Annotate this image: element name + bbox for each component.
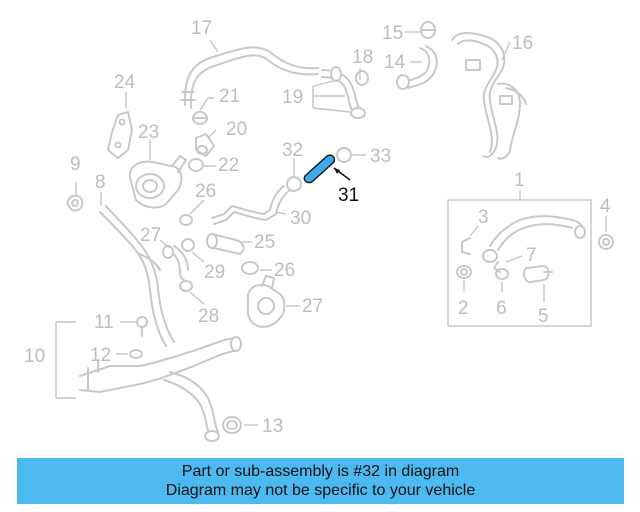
- callout-24: 24: [114, 72, 136, 93]
- part-27-housing: [246, 275, 286, 328]
- callout-17: 17: [191, 18, 212, 39]
- leader-31: [275, 211, 287, 215]
- part-13-o-ring: [222, 416, 242, 434]
- callout-21: 21: [219, 86, 240, 107]
- callout-29: 28: [198, 306, 219, 327]
- callout-labels: 17 15 16 18 14 24 19 21 23 20 32 33 22 9…: [24, 18, 611, 437]
- part-6-seal: [495, 268, 509, 280]
- part-5-sensor: [522, 265, 553, 283]
- part-25-hose: [206, 233, 245, 255]
- parts-diagram: 17 15 16 18 14 24 19 21 23 20 32 33 22 9…: [24, 18, 614, 442]
- part-20-connector: [195, 133, 215, 157]
- part-24-bracket: [107, 111, 133, 159]
- part-11-bolt: [136, 316, 148, 337]
- part-32-hose-highlighted: [303, 154, 336, 184]
- arrow-32-icon: [334, 168, 340, 174]
- part-21-clamp: [192, 111, 208, 125]
- callout-28: 27: [140, 225, 161, 246]
- part-33-clamp: [286, 176, 302, 192]
- part-23-pump: [128, 155, 187, 209]
- part-22-clamp: [188, 158, 204, 172]
- part-30-clamp: [181, 238, 195, 252]
- leader-18-19: [312, 68, 361, 113]
- callout-26-lower: 26: [274, 260, 295, 281]
- leader-10: [55, 321, 76, 399]
- leader-26a: [189, 199, 205, 215]
- callout-11: 11: [94, 312, 114, 333]
- banner-line-2: Diagram may not be specific to your vehi…: [165, 482, 476, 499]
- part-14-hose: [396, 45, 438, 90]
- part-31-pipe: [211, 185, 291, 225]
- part-8-pipe: [99, 205, 175, 347]
- part-1-pipe: [482, 215, 586, 263]
- callout-32-highlighted: 31: [338, 185, 359, 206]
- callout-20: 20: [226, 119, 247, 140]
- part-9-clamp: [66, 194, 84, 212]
- callout-4: 4: [600, 196, 611, 217]
- callout-23: 23: [138, 122, 159, 143]
- callout-16: 16: [512, 33, 533, 54]
- callout-19: 19: [282, 87, 303, 108]
- callout-14: 14: [384, 52, 406, 73]
- callout-25: 25: [254, 232, 275, 253]
- callout-2: 2: [458, 298, 469, 319]
- part-4-clamp: [598, 234, 614, 250]
- leader-30: [191, 251, 205, 263]
- callout-22: 22: [218, 155, 239, 176]
- info-banner: Part or sub-assembly is #32 in diagram D…: [17, 458, 624, 504]
- part-17-hose: [180, 46, 319, 109]
- part-12-washer: [129, 349, 143, 359]
- part-3-clip: [461, 237, 471, 255]
- callout-5: 5: [538, 306, 549, 327]
- leader-28: [159, 239, 171, 249]
- callout-6: 6: [496, 298, 507, 319]
- callout-30: 29: [204, 262, 225, 283]
- part-10-pipe-assembly: [79, 336, 242, 442]
- leader-17: [209, 39, 219, 53]
- leader-3: [469, 225, 479, 237]
- part-26-clamp-lower: [241, 261, 259, 275]
- callout-10: 10: [24, 346, 45, 367]
- callout-7: 7: [526, 245, 537, 266]
- callout-9: 9: [70, 154, 81, 175]
- leader-21: [199, 97, 214, 111]
- leader-16: [501, 41, 511, 61]
- callout-1: 1: [514, 170, 525, 191]
- part-2-seal: [456, 265, 472, 279]
- callout-34: 33: [370, 146, 391, 167]
- part-34-clamp: [336, 147, 352, 163]
- callout-31: 30: [290, 208, 311, 229]
- part-15-clamp: [420, 21, 436, 39]
- callout-8: 8: [95, 172, 106, 193]
- callout-12: 12: [90, 345, 111, 366]
- callout-33: 32: [282, 140, 303, 161]
- leader-20: [207, 129, 217, 139]
- banner-line-1: Part or sub-assembly is #32 in diagram: [181, 463, 460, 480]
- callout-13: 13: [262, 416, 283, 437]
- leader-29: [189, 291, 205, 305]
- callout-18: 18: [352, 47, 373, 68]
- callout-27: 27: [302, 296, 323, 317]
- part-29-clamp: [179, 280, 193, 292]
- part-16-hose-assembly: [451, 32, 527, 160]
- callout-15: 15: [382, 23, 403, 44]
- callout-26-upper: 26: [195, 181, 216, 202]
- part-18-hose: [321, 66, 369, 119]
- leader-7: [505, 255, 523, 263]
- part-26-clamp-upper: [179, 214, 193, 226]
- callout-3: 3: [478, 207, 489, 228]
